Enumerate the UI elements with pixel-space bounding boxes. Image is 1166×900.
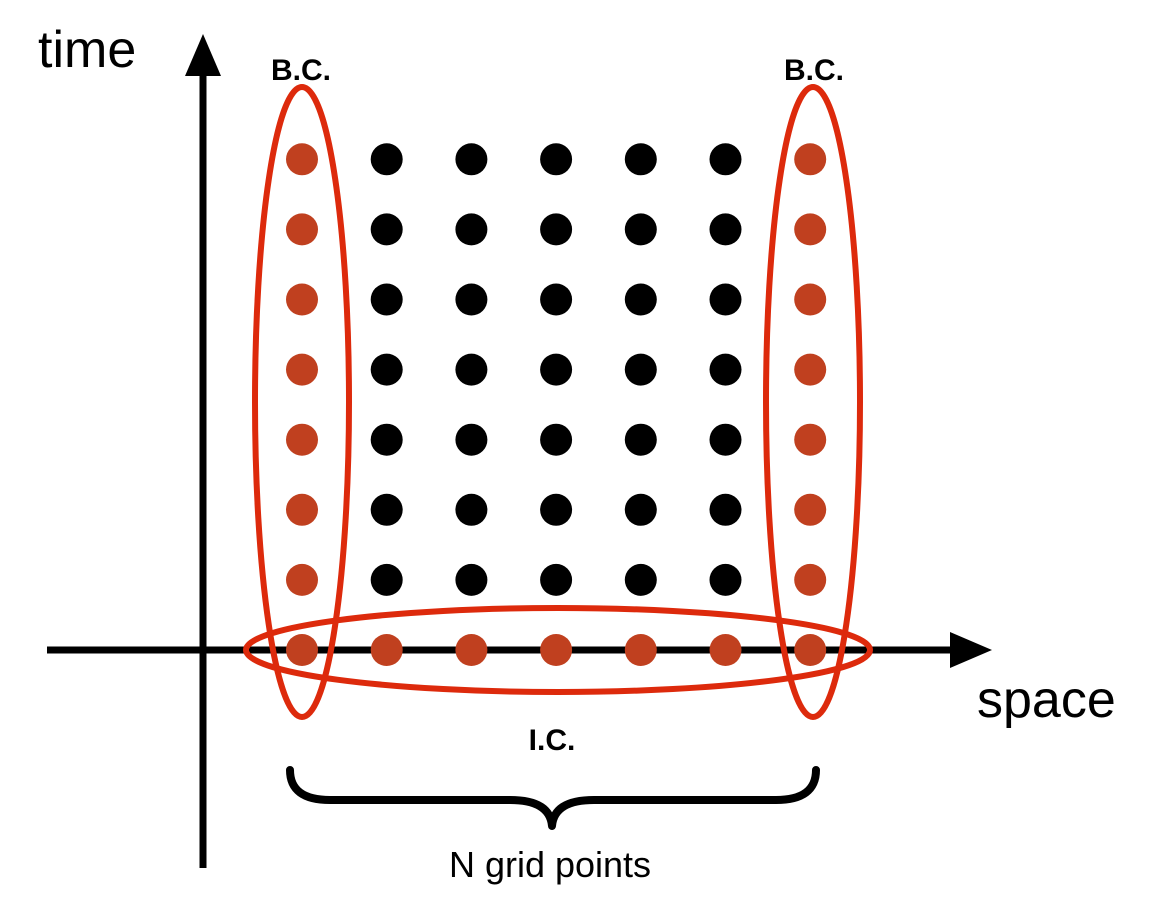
boundary-grid-point [286,563,318,596]
boundary-grid-point [540,634,573,666]
interior-grid-point [709,563,742,596]
boundary-grid-point [794,143,827,176]
interior-grid-point [709,143,742,176]
boundary-grid-point [286,353,318,386]
boundary-grid-point [286,423,318,456]
boundary-grid-point [794,423,827,456]
interior-grid-point [709,283,742,316]
interior-grid-point [540,563,573,596]
interior-grid-point [455,563,488,596]
initial-condition-label: I.C. [529,724,576,757]
interior-grid-point [455,283,488,316]
boundary-grid-point [624,634,657,666]
interior-grid-point [540,283,573,316]
boundary-grid-point [794,283,827,316]
boundary-grid-point [286,213,318,246]
interior-grid-point [370,493,403,526]
interior-grid-point [540,353,573,386]
boundary-condition-left-label: B.C. [271,54,331,87]
boundary-grid-point [455,634,488,666]
boundary-grid-point [709,634,742,666]
boundary-grid-point [794,213,827,246]
boundary-grid-point [794,563,827,596]
grid-points-label: N grid points [449,844,651,885]
interior-grid-point [709,493,742,526]
boundary-condition-right-ellipse [763,84,863,720]
interior-grid-point [709,423,742,456]
interior-grid-point [455,353,488,386]
interior-grid-point [709,213,742,246]
grid-points-brace [286,766,820,830]
boundary-grid-point [286,143,318,176]
interior-grid-point [370,423,403,456]
interior-grid-point [540,423,573,456]
interior-grid-point [624,493,657,526]
interior-grid-point [540,143,573,176]
boundary-condition-right-label: B.C. [784,54,844,87]
boundary-grid-point [286,634,318,666]
interior-grid-point [624,143,657,176]
interior-grid-point [709,353,742,386]
interior-grid-point [455,493,488,526]
initial-condition-ellipse [243,605,873,695]
interior-grid-point [624,213,657,246]
boundary-grid-point [794,493,827,526]
interior-grid-point [370,283,403,316]
interior-grid-point [540,493,573,526]
interior-grid-point [370,213,403,246]
interior-grid-point [624,283,657,316]
interior-grid-point [455,213,488,246]
interior-grid-point [540,213,573,246]
interior-grid-point [370,143,403,176]
interior-grid-point [624,423,657,456]
space-axis-label: space [977,671,1116,729]
interior-grid-point [624,353,657,386]
boundary-grid-point [794,353,827,386]
time-axis-arrowhead [185,34,221,76]
space-axis-arrowhead [950,632,992,668]
boundary-grid-point [286,283,318,316]
boundary-grid-point [794,634,827,666]
grid-points [286,143,827,666]
time-axis-label: time [38,21,136,79]
boundary-condition-left-ellipse [252,84,352,720]
interior-grid-point [455,143,488,176]
boundary-grid-point [370,634,403,666]
boundary-grid-point [286,493,318,526]
interior-grid-point [624,563,657,596]
interior-grid-point [370,353,403,386]
interior-grid-point [455,423,488,456]
interior-grid-point [370,563,403,596]
